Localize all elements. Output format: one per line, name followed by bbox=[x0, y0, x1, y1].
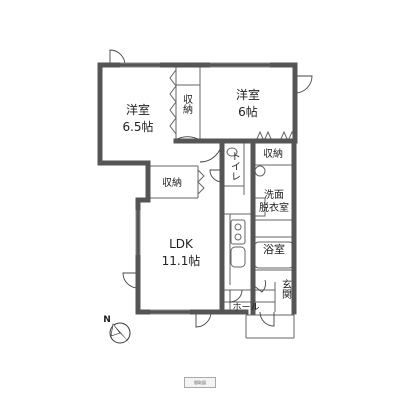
bedroom-right-size: 6帖 bbox=[238, 104, 258, 119]
compass-ring bbox=[109, 322, 131, 344]
compass-north-label: N bbox=[103, 315, 111, 325]
bedroom-left-size: 6.5帖 bbox=[122, 119, 153, 134]
entrance-label: 玄関 bbox=[280, 278, 292, 300]
ldk-size: 11.1帖 bbox=[162, 253, 201, 268]
walls bbox=[97, 62, 298, 315]
compass-arrow-tail-icon bbox=[110, 323, 121, 337]
bedroom-left-name: 洋室 bbox=[126, 102, 150, 117]
washroom-label-line2: 脱衣室 bbox=[259, 201, 289, 214]
footer-note: 間取図 bbox=[184, 377, 216, 388]
washroom-label-line1: 洗面 bbox=[264, 189, 284, 201]
interior-lines bbox=[148, 65, 295, 339]
closet-b-label: 収納 bbox=[263, 147, 283, 160]
bedroom-right-name: 洋室 bbox=[236, 87, 260, 102]
windows bbox=[120, 62, 270, 315]
toilet-label: トイレ bbox=[229, 151, 241, 181]
bath-label: 浴室 bbox=[263, 242, 285, 256]
compass: N bbox=[103, 315, 131, 344]
compass-arrow-icon bbox=[113, 324, 130, 343]
closet-a-label: 収納 bbox=[181, 94, 193, 115]
ldk-name: LDK bbox=[169, 237, 194, 251]
closet-c-label: 収納 bbox=[162, 176, 182, 189]
room-fills bbox=[100, 65, 295, 312]
hall-label: ホール bbox=[232, 302, 259, 313]
